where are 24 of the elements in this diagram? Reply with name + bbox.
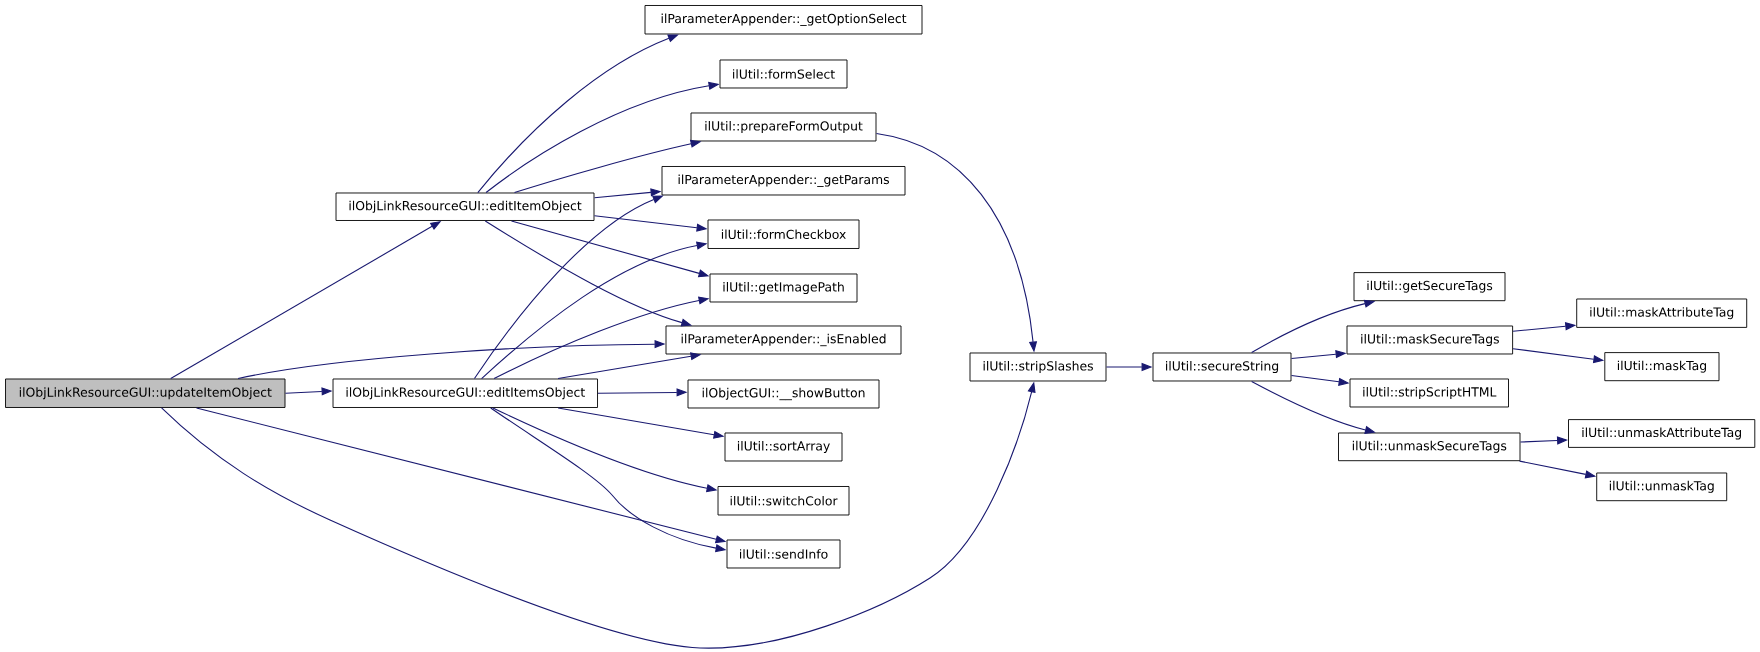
function-box: ilUtil::maskTag [1604, 352, 1720, 382]
function-box: ilUtil::prepareFormOutput [690, 112, 877, 142]
function-box: ilObjLinkResourceGUI::updateItemObject [5, 378, 286, 408]
function-box: ilUtil::unmaskSecureTags [1338, 432, 1521, 462]
function-box: ilParameterAppender::_isEnabled [665, 325, 902, 355]
function-box: ilUtil::secureString [1152, 352, 1292, 382]
function-box: ilParameterAppender::_getParams [661, 166, 906, 196]
function-box: ilUtil::formCheckbox [707, 219, 860, 249]
function-box: ilUtil::maskAttributeTag [1576, 298, 1748, 328]
function-box: ilUtil::unmaskAttributeTag [1568, 419, 1756, 448]
function-box: ilUtil::maskSecureTags [1346, 325, 1514, 355]
function-box: ilUtil::stripSlashes [969, 352, 1107, 382]
function-box: ilUtil::getImagePath [709, 273, 858, 303]
function-box: ilObjLinkResourceGUI::editItemsObject [332, 378, 598, 408]
function-box: ilUtil::getSecureTags [1353, 272, 1506, 302]
function-box: ilObjectGUI::__showButton [687, 379, 880, 409]
function-box: ilUtil::sendInfo [726, 539, 841, 569]
function-box: ilUtil::sortArray [724, 432, 843, 462]
function-box: ilObjLinkResourceGUI::editItemObject [335, 192, 595, 221]
function-box: ilUtil::unmaskTag [1596, 472, 1728, 502]
function-box: ilUtil::stripScriptHTML [1349, 378, 1509, 408]
function-box: ilParameterAppender::_getOptionSelect [644, 5, 923, 35]
function-box: ilUtil::formSelect [719, 59, 848, 89]
function-box: ilUtil::switchColor [717, 486, 850, 516]
